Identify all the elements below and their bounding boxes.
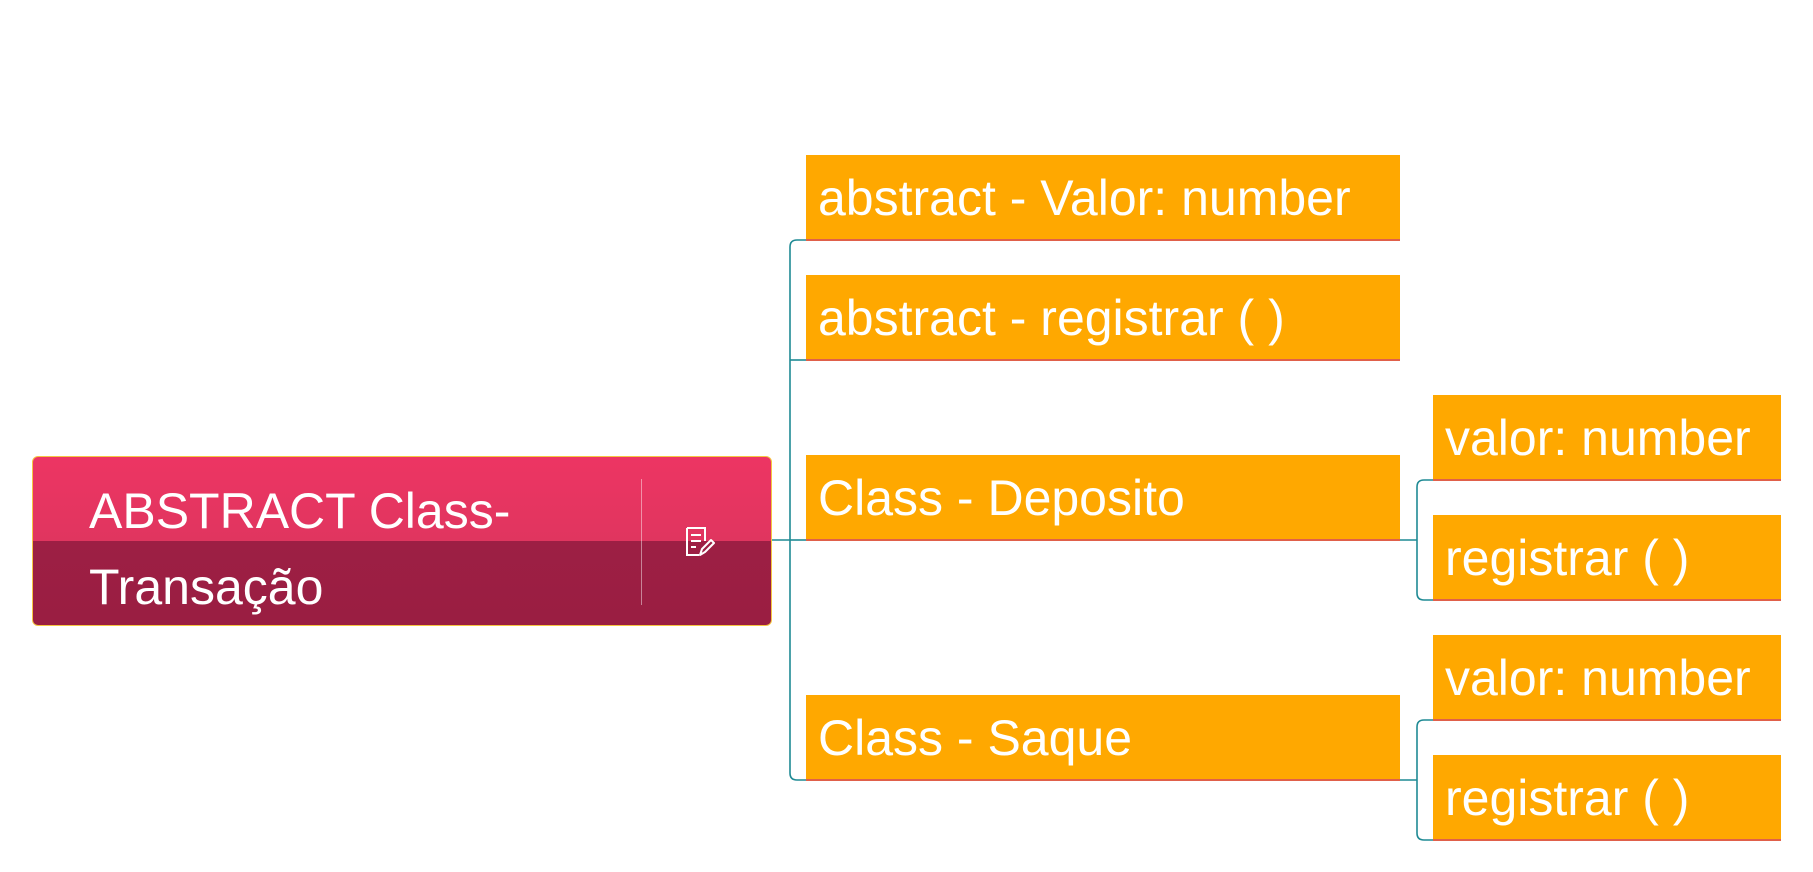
- topic-class-saque[interactable]: Class - Saque: [806, 695, 1400, 781]
- topic-abstract-valor[interactable]: abstract - Valor: number: [806, 155, 1400, 241]
- subtopic-deposito-valor[interactable]: valor: number: [1433, 395, 1781, 481]
- subtopic-saque-valor[interactable]: valor: number: [1433, 635, 1781, 721]
- connector-deposito-bracket: [1416, 479, 1433, 601]
- subtopic-saque-registrar[interactable]: registrar ( ): [1433, 755, 1781, 841]
- note-edit-icon[interactable]: [683, 525, 715, 559]
- topic-class-deposito[interactable]: Class - Deposito: [806, 455, 1400, 541]
- topic-abstract-registrar[interactable]: abstract - registrar ( ): [806, 275, 1400, 361]
- connector-saque-bracket: [1416, 719, 1433, 841]
- root-topic-label: ABSTRACT Class- Transação: [89, 483, 511, 615]
- connector-root-bracket: [789, 239, 806, 781]
- subtopic-deposito-registrar[interactable]: registrar ( ): [1433, 515, 1781, 601]
- root-divider: [641, 479, 642, 605]
- root-topic[interactable]: ABSTRACT Class- Transação: [32, 456, 772, 626]
